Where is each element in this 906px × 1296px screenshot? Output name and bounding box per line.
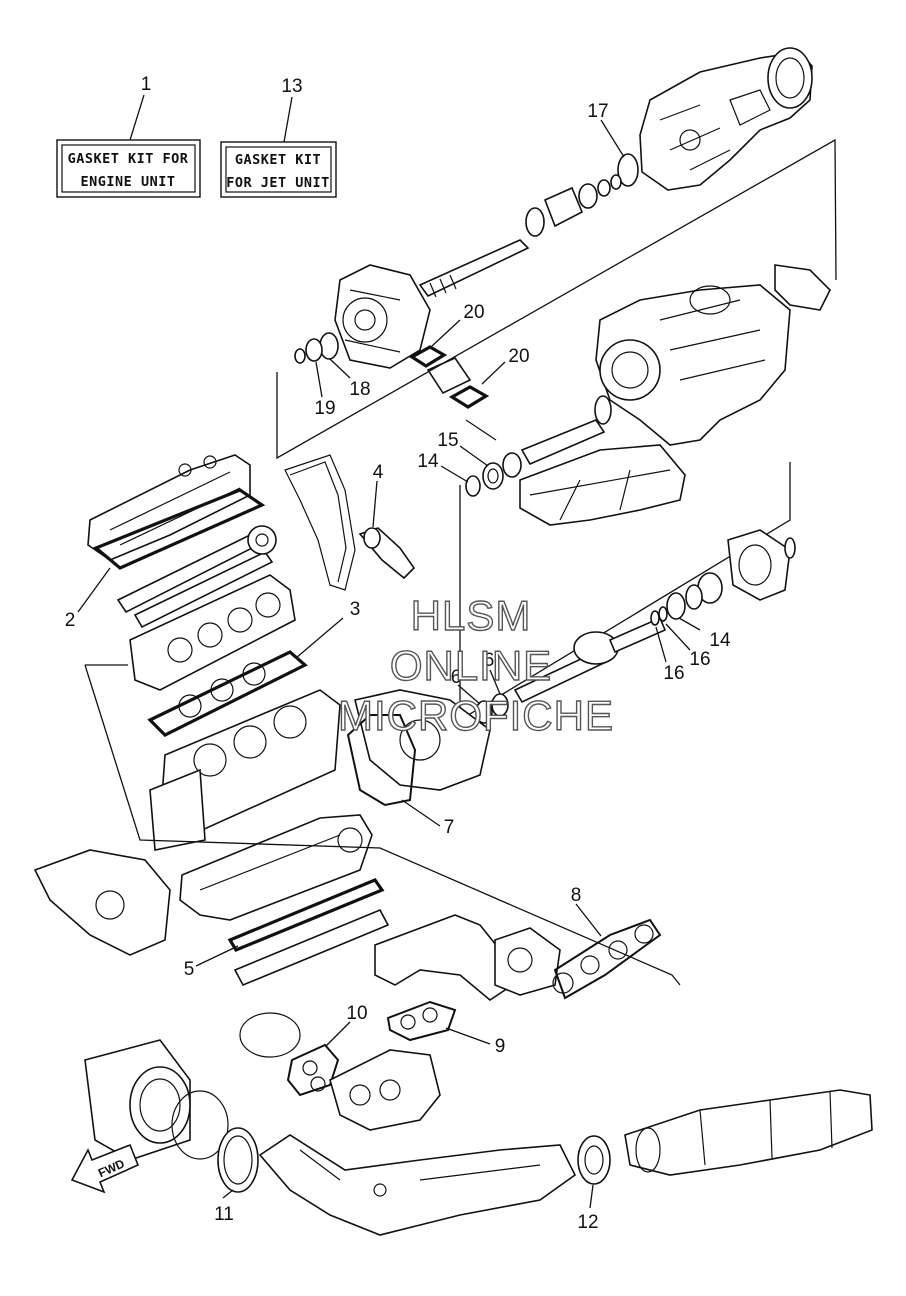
callout-12: 12 [577, 1212, 598, 1233]
callout-18: 18 [349, 379, 370, 400]
o-ring-17 [617, 153, 639, 187]
cover-plate [426, 356, 472, 395]
exhaust-gasket-10 [286, 1043, 340, 1097]
bearing-19 [305, 338, 323, 362]
band-clamp [171, 1090, 229, 1160]
water-box [84, 1039, 191, 1161]
bolt [465, 419, 497, 441]
watermark: HLSM ONLINE MICROFICHE [337, 591, 614, 739]
oil-seal-14-upper [465, 475, 481, 497]
callout-20-lower: 20 [508, 346, 529, 367]
bearing-housing [727, 529, 791, 601]
hose-clamp [239, 1012, 301, 1058]
timing-chain [284, 454, 356, 591]
callout-15: 15 [437, 430, 458, 451]
callout-2: 2 [65, 610, 76, 631]
assembly-line-jet [276, 138, 837, 460]
ring-16b [658, 606, 668, 622]
callout-19: 19 [314, 398, 335, 419]
callout-8: 8 [571, 885, 582, 906]
ring-16a [650, 610, 660, 626]
gasket-20b [448, 385, 490, 409]
output-shaft [513, 616, 667, 704]
callout-3: 3 [350, 599, 361, 620]
kit-jet-line2: FOR JET UNIT [226, 175, 330, 191]
shaft-tube [520, 419, 606, 466]
bearing-15 [482, 462, 504, 490]
watermark-line2: ONLINE [390, 642, 552, 689]
callout-16-right: 16 [689, 649, 710, 670]
callout-14-upper: 14 [417, 451, 439, 472]
oil-seal-6a [475, 700, 493, 724]
intermediate-housing [334, 264, 431, 369]
jet-pump-housing [639, 47, 813, 191]
kit-engine-line1: GASKET KIT FOR [68, 151, 189, 167]
oil-seal-14-lower [666, 592, 686, 620]
gasket-kit-engine-box[interactable]: GASKET KIT FOR ENGINE UNIT [56, 139, 201, 198]
callout-7: 7 [444, 817, 455, 838]
exhaust-manifold [374, 914, 561, 1001]
left-cover [33, 849, 171, 956]
assembly-line-shaft [459, 462, 791, 722]
valve-cover [87, 454, 251, 561]
callout-9: 9 [495, 1036, 506, 1057]
circlip [294, 348, 306, 364]
circlip-lower [685, 584, 703, 610]
crankcase-gasket-5 [227, 878, 390, 987]
gasket-4 [363, 527, 381, 549]
fwd-arrow: FWD [70, 1143, 140, 1194]
tube-ring [594, 395, 612, 425]
cylinder-head [129, 574, 296, 691]
head-gasket-3 [147, 650, 308, 737]
valve-cover-gasket-2 [92, 488, 266, 570]
callout-1: 1 [141, 74, 152, 95]
gasket-kit-jet-box[interactable]: GASKET KIT FOR JET UNIT [220, 141, 337, 198]
cylinder-block [149, 689, 341, 851]
callout-6-left: 6 [451, 667, 462, 688]
exhaust-gasket-9 [386, 1000, 457, 1042]
gasket-12 [577, 1135, 611, 1185]
oil-seal-18 [319, 332, 339, 360]
callout-6-right: 6 [484, 650, 495, 671]
mount-bracket [519, 444, 686, 526]
callout-17: 17 [587, 101, 608, 122]
exhaust-pipe [258, 1134, 577, 1236]
callout-13: 13 [281, 76, 302, 97]
kit-jet-line1: GASKET KIT [235, 152, 321, 168]
callout-11: 11 [214, 1204, 234, 1225]
callout-20-upper: 20 [463, 302, 484, 323]
watermark-line1: HLSM [411, 592, 532, 639]
exhaust-elbow [329, 1049, 441, 1131]
circlip-housing [784, 537, 796, 559]
exhaust-hose [624, 1089, 873, 1176]
cover-gasket-7 [346, 714, 417, 807]
callout-14-lower: 14 [709, 630, 731, 651]
crankcase [179, 814, 373, 921]
drive-shaft-upper [418, 174, 622, 298]
watermark-line3: MICROFICHE [338, 692, 614, 739]
callout-5: 5 [184, 959, 195, 980]
kit-engine-line2: ENGINE UNIT [81, 174, 176, 190]
pump-mount-housing [595, 264, 831, 446]
callout-4: 4 [373, 462, 384, 483]
callout-10: 10 [346, 1003, 367, 1024]
callout-16-left: 16 [663, 663, 684, 684]
coupler-ring [502, 452, 522, 478]
exhaust-gasket-8 [552, 918, 662, 1000]
gasket-20a [408, 345, 448, 368]
camshafts [116, 525, 277, 629]
assembly-line-engine [84, 664, 681, 986]
